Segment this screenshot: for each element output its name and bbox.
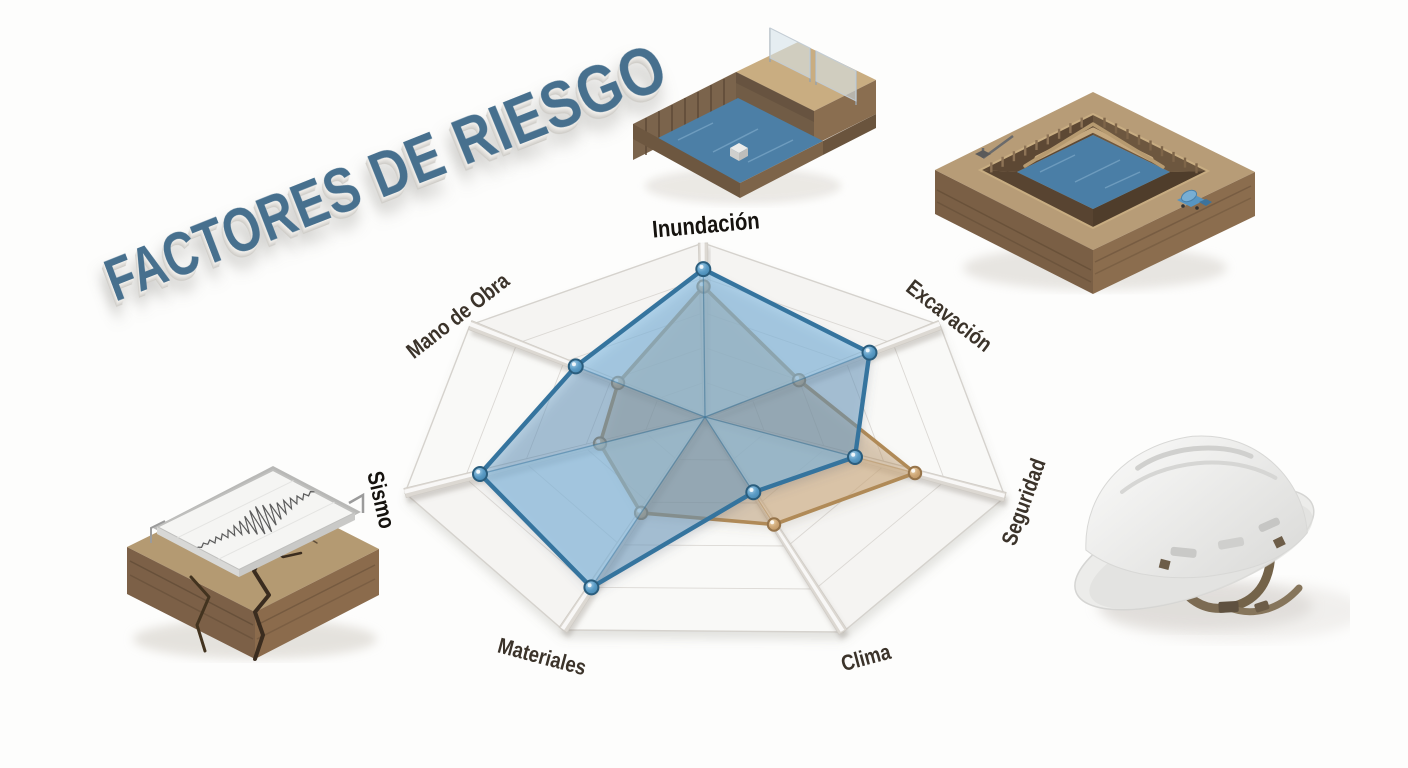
sismo-illustration [105, 425, 400, 670]
radar-chart-svg [403, 241, 1009, 640]
corner-braces [1023, 122, 1165, 169]
sheet-pile-ribs [990, 117, 1198, 174]
data-point [583, 579, 600, 596]
pit-water [1017, 135, 1170, 209]
pit-walls [977, 112, 1211, 230]
series-riesgo-azul [472, 261, 878, 596]
radar-series [472, 261, 923, 596]
helmet [1074, 435, 1315, 616]
excavacion-illustration [925, 50, 1265, 305]
data-point [766, 517, 782, 532]
seguridad-illustration [1050, 396, 1365, 651]
mixer-truck [1177, 189, 1212, 210]
radar-chart [390, 230, 1020, 650]
flood-water [656, 98, 823, 183]
helmet-shell [1085, 435, 1308, 579]
pump-box [730, 143, 748, 161]
data-point [472, 466, 488, 482]
excavation-site-3d-icon [935, 92, 1255, 294]
crane-arm [975, 134, 1014, 160]
data-point [861, 344, 878, 361]
data-point [567, 358, 584, 375]
strap-anchors [1158, 536, 1286, 570]
data-point [907, 465, 923, 481]
seismogram-paper [150, 466, 365, 577]
data-point [847, 449, 863, 465]
seismograph-cracked-ground-3d-icon [127, 466, 379, 661]
earth-side-left [935, 170, 1093, 294]
safety-helmet-3d-icon [1074, 435, 1365, 641]
data-point [695, 261, 712, 278]
seismogram-trace [197, 490, 315, 549]
front-earth-edge [633, 114, 876, 198]
data-point [745, 484, 762, 501]
vent-slots [1170, 517, 1280, 558]
inundacion-illustration [618, 12, 883, 222]
earth-side-right [1093, 172, 1255, 294]
flooded-excavation-pit-3d-icon [633, 27, 876, 204]
shell-ridges [1120, 445, 1278, 494]
glass-panels [769, 27, 857, 105]
